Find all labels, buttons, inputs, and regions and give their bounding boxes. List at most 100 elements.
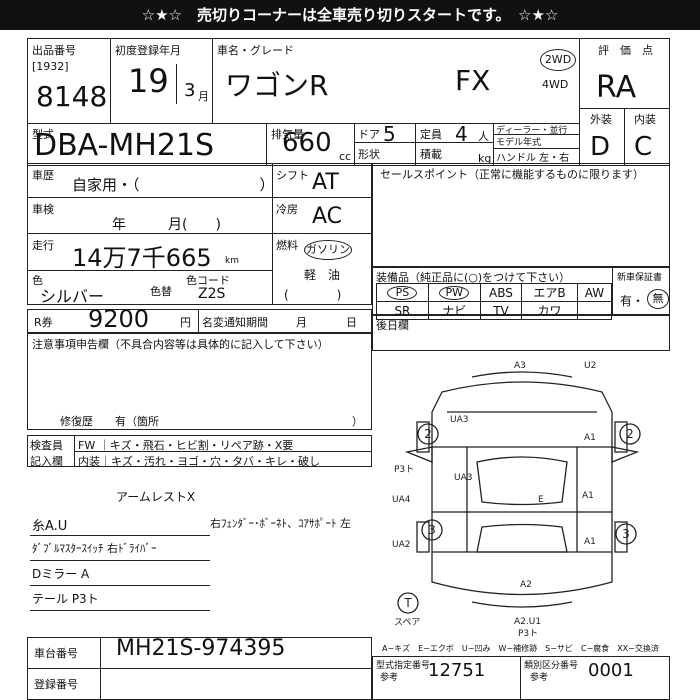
warranty-yes: 有・: [620, 294, 645, 308]
mileage-label: 走行: [32, 239, 54, 252]
mark-a3: A3: [514, 361, 526, 371]
damage-legend: A−キズ E−エクボ U−凹み W−補修跡 S−サビ C−腐食 XX−交換済: [382, 644, 659, 653]
history-frame: [27, 163, 372, 305]
handle-label: ハンドル 左・右: [496, 153, 570, 164]
inspector-label-2: 記入欄: [30, 455, 63, 468]
lot-code: [1932]: [32, 60, 69, 73]
spare-label: スペア: [394, 618, 420, 628]
lot-label: 出品番号: [32, 44, 76, 57]
mark-ua4: UA4: [392, 495, 411, 505]
ac-label: 冷房: [276, 203, 298, 216]
repair-label: 修復歴 有（箇所: [60, 415, 159, 428]
notice-label: 名変通知期間: [202, 316, 268, 329]
equip-ps: PS: [376, 283, 429, 302]
spare-tire-mark: T: [403, 596, 412, 610]
color-code-label: 色コード: [186, 274, 230, 287]
reg-month: 3: [184, 80, 196, 101]
after-label: 後日欄: [376, 319, 409, 332]
displacement: 660: [282, 128, 332, 158]
repair-close: ）: [352, 415, 363, 428]
notice-month: 月: [296, 316, 307, 329]
recycle-label: R券: [34, 316, 53, 329]
capacity: 4: [455, 122, 468, 146]
lot-number: 8148: [36, 80, 108, 113]
mark-e: E: [538, 495, 544, 505]
capacity-label: 定員: [420, 128, 442, 141]
hw-note-4: Dミラー A: [32, 567, 90, 581]
warranty-no-circle: 無: [647, 289, 669, 309]
inspector-row-2: 内装｜キズ・汚れ・ヨゴ・穴・タバ・キレ・破し: [78, 455, 320, 468]
model-cert-label-2: 類別区分番号: [524, 661, 579, 671]
hw-note-right: 右ﾌｪﾝﾀﾞｰ･ﾎﾞｰﾈﾄ、ｺｱｻﾎﾟｰﾄ 左: [210, 517, 351, 530]
equipment-table: PS PW ABS エアB AW SR ナビ TV カワ: [376, 283, 613, 320]
model-label: 型式: [32, 128, 54, 141]
history-label: 車歴: [32, 169, 54, 182]
ext-label: 外装: [590, 113, 612, 126]
rating: RA: [596, 70, 637, 105]
chassis-number: MH21S-974395: [116, 636, 286, 661]
load-label: 積載: [420, 148, 442, 161]
doors: 5: [383, 122, 396, 146]
equipment-label: 装備品（純正品に(○)をつけて下さい）: [376, 271, 571, 284]
history-value: 自家用・（ ）: [72, 176, 275, 194]
yen-unit: 円: [180, 316, 191, 329]
sales-points-label: セールスポイント（正常に機能するものに限ります）: [380, 168, 644, 181]
grade: FX: [455, 64, 491, 97]
warranty-label: 新車保証書: [617, 273, 663, 283]
reg-year: 19: [128, 62, 169, 100]
equip-pw: PW: [427, 283, 481, 302]
int-label: 内装: [634, 113, 656, 126]
inspection-value: 年 月( ): [112, 217, 221, 233]
model-cert-label-1: 型式指定番号: [376, 661, 431, 671]
mark-ua3-front: UA3: [450, 415, 468, 425]
notes-label: 注意事項申告欄（不具合内容等は具体的に記入して下さい）: [32, 338, 329, 351]
shift-label: シフト: [276, 169, 309, 182]
mark-a1-front: A1: [584, 433, 596, 443]
circle-mark-1: 2: [424, 427, 432, 441]
inspector-label-1: 検査員: [30, 439, 63, 452]
fuel-gas-circle: ガソリン: [304, 240, 352, 260]
chassis-label: 車台番号: [34, 647, 78, 660]
mark-u2: U2: [584, 361, 596, 371]
registration-label: 登録番号: [34, 678, 78, 691]
notes-frame: [27, 333, 372, 430]
hw-note-5: テール P3ト: [32, 592, 99, 606]
color-label: 色: [32, 274, 43, 287]
circle-mark-4: 3: [622, 527, 630, 541]
mark-p3-rear: P3ト: [518, 629, 538, 637]
shape-label: 形状: [358, 148, 380, 161]
after-frame: [372, 315, 670, 351]
color-code: Z2S: [198, 286, 226, 302]
equip-aw: AW: [576, 283, 613, 302]
person-unit: 人: [478, 130, 489, 143]
doors-label: ドア: [358, 128, 380, 141]
mileage: 14万7千665: [72, 244, 212, 272]
model-year-label: モデル年式: [496, 138, 542, 148]
circle-mark-3: 3: [428, 523, 436, 537]
fuel-diesel: 軽 油: [304, 268, 341, 282]
hw-note-1: アームレストX: [116, 490, 196, 504]
top-banner: ☆★☆ 売切りコーナーは全車売り切りスタートです。 ☆★☆: [0, 0, 700, 30]
recycle-frame: [27, 309, 372, 333]
sales-points-frame: [372, 163, 670, 267]
month-unit: 月: [198, 90, 209, 103]
mark-p3-left: P3ト: [394, 465, 414, 475]
hw-note-3: ﾀﾞﾌﾞﾙﾏｽﾀｰｽｲｯﾁ 右ﾄﾞﾗｲﾊﾞｰ: [32, 542, 157, 555]
name-label: 車名・グレード: [217, 44, 294, 57]
mark-a2: A2: [520, 580, 532, 590]
notice-day: 日: [346, 316, 357, 329]
mark-ua2: UA2: [392, 540, 410, 550]
drive-2wd-circle: 2WD: [540, 49, 576, 71]
equip-abs: ABS: [479, 283, 523, 302]
mark-a1-rear: A1: [584, 537, 596, 547]
equip-airbag: エアB: [521, 283, 578, 302]
recycle-amount: 9200: [88, 305, 150, 333]
model-cert-value-2: 0001: [588, 660, 634, 681]
model-cert-ref-1: 参考: [380, 673, 399, 683]
model: DBA-MH21S: [34, 128, 215, 163]
dealer-label: ディーラー・並行: [496, 126, 568, 136]
car-name: ワゴンR: [225, 69, 329, 102]
model-cert-value-1: 12751: [428, 660, 486, 681]
inspector-row-1: FW ｜キズ・飛石・ヒビ割・リペア跡・X要: [78, 439, 294, 452]
kg-unit: kg: [478, 152, 492, 165]
